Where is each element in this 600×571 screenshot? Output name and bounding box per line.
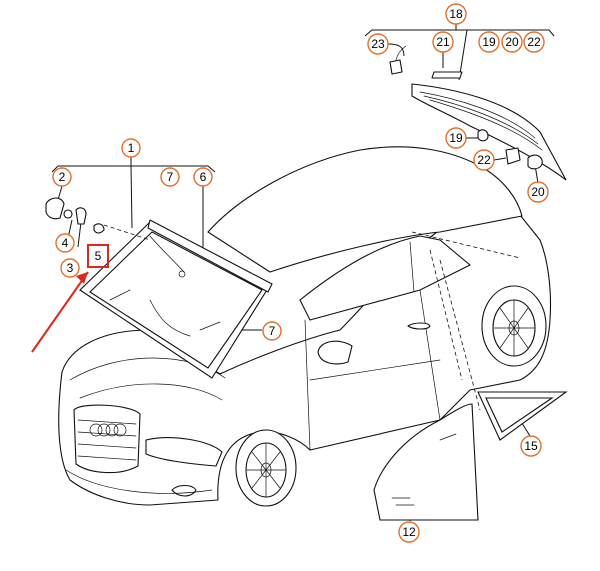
svg-text:5: 5 (95, 249, 102, 263)
callout-6: 6 (193, 167, 213, 187)
callout-15: 15 (520, 435, 542, 457)
callout-22-mid: 22 (473, 149, 495, 171)
highlight-arrow (31, 271, 89, 353)
svg-text:19: 19 (449, 131, 463, 145)
svg-text:15: 15 (524, 439, 538, 453)
callout-22-top: 22 (523, 31, 545, 53)
clip (45, 197, 65, 220)
callout-21: 21 (432, 31, 454, 53)
svg-text:7: 7 (269, 324, 276, 338)
svg-text:20: 20 (505, 35, 519, 49)
svg-text:19: 19 (482, 35, 496, 49)
callout-19-top: 19 (478, 31, 500, 53)
callout-12: 12 (398, 521, 420, 543)
door-handle (407, 322, 431, 330)
logo-rings (89, 423, 127, 437)
washer-nozzle (389, 59, 403, 75)
svg-text:1: 1 (128, 141, 135, 155)
svg-text:23: 23 (371, 37, 385, 51)
svg-text:2: 2 (59, 170, 66, 184)
headlight (145, 437, 223, 467)
callout-20-top: 20 (501, 31, 523, 53)
callout-3: 3 (60, 258, 80, 278)
door-glass (373, 403, 479, 521)
svg-text:6: 6 (200, 170, 207, 184)
callout-20-mid: 20 (527, 181, 549, 203)
grille (73, 404, 141, 474)
callout-5-highlight: 5 (87, 244, 109, 268)
dashed-lines (103, 224, 521, 411)
mirror (317, 340, 353, 365)
svg-text:3: 3 (67, 261, 74, 275)
callout-7-top: 7 (160, 167, 180, 187)
svg-text:21: 21 (436, 35, 450, 49)
callout-23: 23 (367, 33, 389, 55)
callout-19-mid: 19 (445, 127, 467, 149)
svg-text:4: 4 (62, 236, 69, 250)
rear-wheel (481, 285, 547, 367)
grommet (477, 129, 489, 142)
svg-text:18: 18 (449, 7, 463, 21)
cap (527, 154, 543, 170)
svg-text:12: 12 (402, 525, 416, 539)
fasteners (45, 197, 105, 234)
svg-text:20: 20 (531, 185, 545, 199)
svg-text:7: 7 (167, 170, 174, 184)
svg-text:22: 22 (527, 35, 541, 49)
callout-4: 4 (55, 233, 75, 253)
callout-2: 2 (52, 167, 72, 187)
callout-18: 18 (445, 3, 467, 25)
callout-7-bottom: 7 (262, 321, 282, 341)
spoiler-strip (431, 71, 463, 79)
quarter-glass (477, 391, 568, 441)
car-body (58, 146, 552, 507)
callout-1: 1 (121, 138, 141, 158)
rear-window-assembly (389, 45, 567, 181)
connector (505, 147, 521, 165)
svg-text:22: 22 (477, 153, 491, 167)
front-wheel (235, 429, 297, 507)
